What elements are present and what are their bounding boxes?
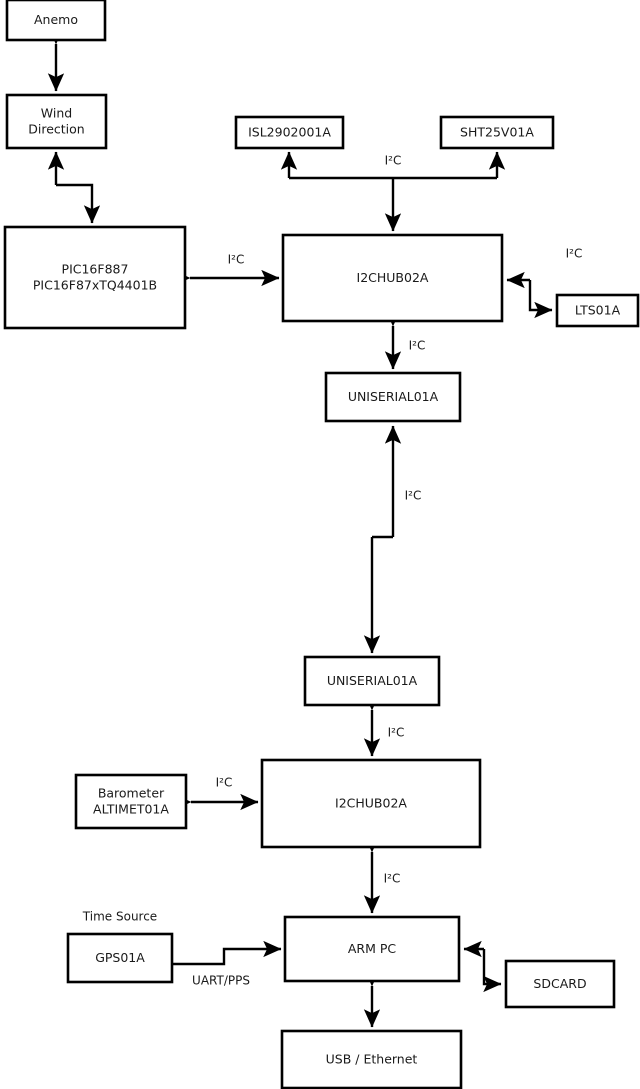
node-box-anemo	[5, 0, 107, 42]
node-box-isl	[234, 115, 345, 150]
lbl-i2c-hub-uniser: I²C	[409, 339, 426, 353]
node-lts: LTS01A	[555, 293, 640, 328]
lbl-i2c-barometer: I²C	[216, 776, 233, 790]
lbl-time-source: Time Source	[82, 910, 157, 924]
node-label-sht: SHT25V01A	[460, 124, 534, 139]
node-box-gps	[66, 932, 174, 984]
node-armpc: ARM PC	[283, 915, 461, 983]
node-box-usb	[280, 1029, 463, 1089]
node-box-uniserial_dn	[303, 655, 441, 707]
edge-labels-layer: I²C I²C I²C I²C I²C I²C I²C I²C UART/PPS	[192, 154, 582, 988]
lbl-uart-pps: UART/PPS	[192, 974, 250, 988]
node-box-sdcard	[504, 959, 616, 1009]
node-box-hub_bottom	[260, 758, 482, 849]
node-sht: SHT25V01A	[439, 115, 555, 150]
connector-wind-pic	[56, 183, 101, 224]
node-sdcard: SDCARD	[504, 959, 616, 1009]
connections-layer	[47, 26, 553, 1028]
lbl-i2c-uniser-hub2: I²C	[388, 726, 405, 740]
node-usb: USB / Ethernet	[280, 1029, 463, 1089]
node-isl: ISL2902001A	[234, 115, 345, 150]
node-anemo: Anemo	[5, 0, 107, 42]
node-box-lts	[555, 293, 640, 328]
node-box-uniserial_up	[324, 371, 462, 423]
free-labels-layer: Time Source	[82, 910, 157, 924]
lbl-i2c-uniser-link: I²C	[405, 489, 422, 503]
node-label-uniserial_dn: UNISERIAL01A	[327, 673, 418, 688]
node-box-pic	[3, 225, 187, 330]
node-label-armpc: ARM PC	[348, 941, 397, 956]
lbl-i2c-pic-hub: I²C	[228, 253, 245, 267]
node-label-lts: LTS01A	[575, 302, 621, 317]
node-hub_top: I2CHUB02A	[281, 233, 504, 323]
lbl-i2c-hub2-arm: I²C	[384, 872, 401, 886]
lbl-i2c-sensors: I²C	[385, 154, 402, 168]
node-box-sht	[439, 115, 555, 150]
node-box-barometer	[74, 773, 188, 830]
node-label-usb: USB / Ethernet	[326, 1051, 418, 1066]
connector-hubtop-lts-elbow	[528, 280, 553, 319]
node-box-armpc	[283, 915, 461, 983]
node-gps: GPS01A	[66, 932, 174, 984]
node-label-anemo: Anemo	[34, 12, 78, 27]
node-label-sdcard: SDCARD	[533, 976, 586, 991]
node-box-wind	[5, 93, 108, 150]
node-label-hub_top: I2CHUB02A	[357, 270, 429, 285]
connector-armpc-sdcard-elbow	[482, 949, 502, 993]
node-label-hub_bottom: I2CHUB02A	[335, 795, 407, 810]
node-label-gps: GPS01A	[95, 950, 145, 965]
node-box-hub_top	[281, 233, 504, 323]
node-label-isl: ISL2902001A	[248, 124, 331, 139]
node-hub_bottom: I2CHUB02A	[260, 758, 482, 849]
node-label-uniserial_up: UNISERIAL01A	[348, 389, 439, 404]
node-uniserial_dn: UNISERIAL01A	[303, 655, 441, 707]
lbl-i2c-lts: I²C	[566, 247, 583, 261]
node-uniserial_up: UNISERIAL01A	[324, 371, 462, 423]
connector-gps-armpc	[172, 940, 282, 966]
